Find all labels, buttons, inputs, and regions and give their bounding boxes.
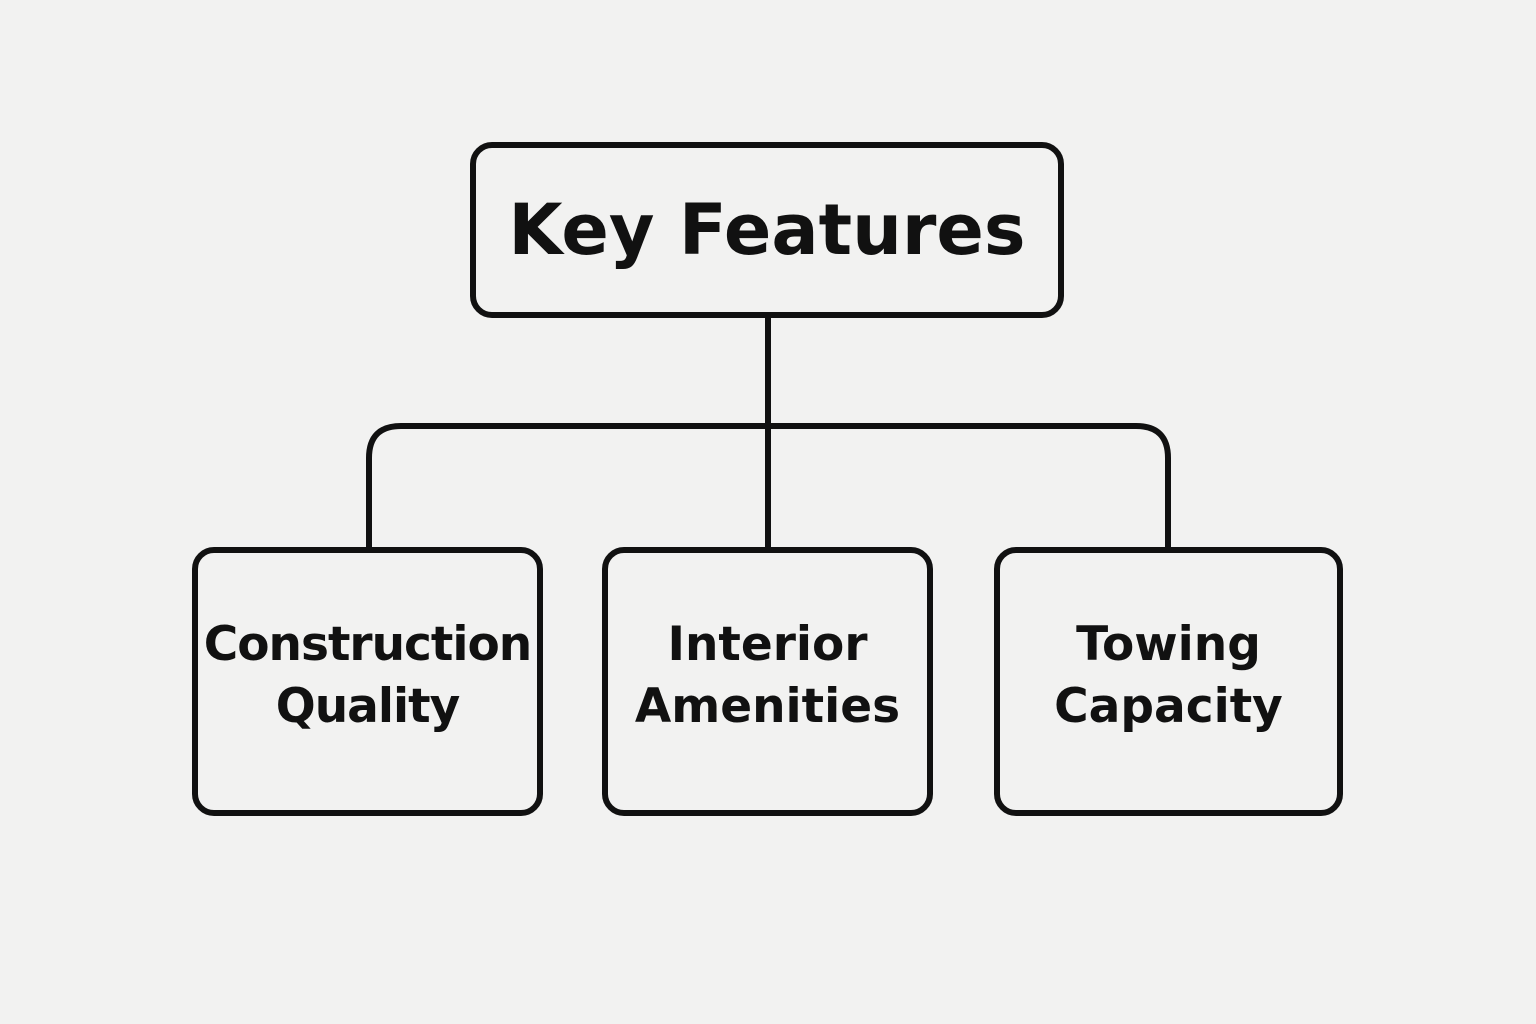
child-node-interior-amenities: Interior Amenities — [602, 547, 933, 816]
child-node-label-line2: Amenities — [634, 678, 901, 734]
child-node-towing-capacity: Towing Capacity — [994, 547, 1343, 816]
child-node-construction-quality: Construction Quality — [192, 547, 543, 816]
child-node-label-line1: Interior — [667, 616, 868, 672]
child-node-label-line1: Towing — [1076, 616, 1261, 672]
connector-branch-bar — [366, 423, 1171, 547]
root-node-key-features: Key Features — [470, 142, 1064, 318]
child-node-label-line2: Capacity — [1054, 678, 1283, 734]
root-node-label: Key Features — [508, 189, 1026, 271]
child-node-label-line2: Quality — [275, 678, 460, 734]
child-node-label-line1: Construction — [203, 616, 533, 672]
